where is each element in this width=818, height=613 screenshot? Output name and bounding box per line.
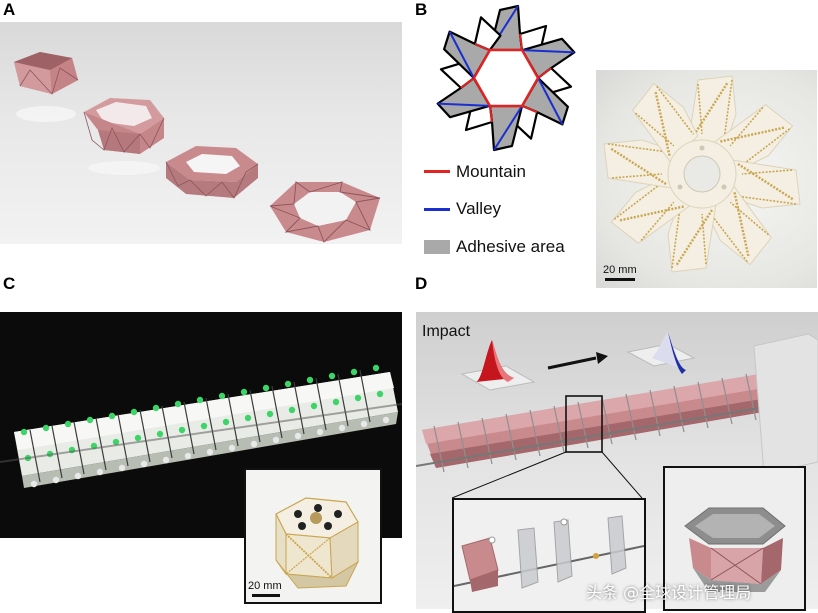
impact-label: Impact: [422, 323, 471, 340]
panel-d-exploded-view-inset: [452, 498, 646, 613]
crease-pattern-diagram: [430, 2, 590, 154]
marker-node: [250, 440, 258, 448]
marker-node: [184, 452, 192, 460]
marker-node: [360, 420, 368, 428]
legend-swatch-valley: [424, 208, 450, 211]
marker-node: [328, 372, 336, 380]
watermark-text: 头条 @全球设计管理局: [586, 583, 752, 602]
origami-ring-stage-1: [14, 52, 79, 95]
panel-label-d: D: [415, 274, 428, 293]
panel-b-flat-sheet-photo: 20 mm: [596, 70, 817, 288]
panel-label-c: C: [3, 274, 16, 293]
marker-node: [332, 398, 340, 406]
legend-label-mountain: Mountain: [456, 162, 526, 181]
marker-node: [272, 436, 280, 444]
marker-node: [64, 420, 72, 428]
marker-node: [112, 438, 120, 446]
folding-sequence-illustration: [14, 52, 381, 243]
scale-bar-c: [252, 594, 280, 597]
marker-node: [174, 400, 182, 408]
marker-node: [86, 416, 94, 424]
panel-c-unit-cell-inset: 20 mm: [244, 468, 382, 604]
marker-node: [162, 456, 170, 464]
marker-nodes: [20, 364, 390, 488]
panel-label-b: B: [415, 0, 428, 19]
marker-node: [306, 376, 314, 384]
marker-node: [140, 460, 148, 468]
legend-label-adhesive: Adhesive area: [456, 237, 565, 256]
marker-node: [30, 480, 38, 488]
origami-ring-stage-3: [165, 146, 259, 199]
transmitted-wave-icon: [626, 332, 696, 374]
marker-node: [350, 368, 358, 376]
marker-node: [288, 406, 296, 414]
marker-node: [218, 392, 226, 400]
marker-node: [244, 414, 252, 422]
flat-origami-sheet: [602, 75, 802, 274]
marker-node: [74, 472, 82, 480]
scale-bar-label-c: 20 mm: [248, 580, 282, 592]
marker-node: [52, 476, 60, 484]
marker-node: [338, 424, 346, 432]
marker-node: [376, 390, 384, 398]
selection-box: [565, 395, 603, 453]
marker-node: [196, 396, 204, 404]
marker-node: [200, 422, 208, 430]
marker-node: [284, 380, 292, 388]
marker-node: [152, 404, 160, 412]
marker-node: [222, 418, 230, 426]
scale-bar-label-b: 20 mm: [603, 264, 637, 276]
legend-swatch-mountain: [424, 170, 450, 173]
marker-node: [266, 410, 274, 418]
marker-node: [178, 426, 186, 434]
panel-label-a: A: [3, 0, 16, 19]
marker-node: [42, 424, 50, 432]
marker-node: [228, 444, 236, 452]
marker-node: [130, 408, 138, 416]
marker-node: [382, 416, 390, 424]
unit-cell-photo: [275, 497, 360, 589]
marker-node: [108, 412, 116, 420]
origami-ring-stage-4: [269, 181, 381, 243]
marker-node: [240, 388, 248, 396]
marker-node: [156, 430, 164, 438]
marker-node: [372, 364, 380, 372]
panel-a-folding-sequence: [0, 22, 402, 244]
origami-ring-stage-2: [83, 98, 165, 154]
legend-label-valley: Valley: [456, 199, 502, 218]
arrow-icon: [547, 352, 608, 370]
marker-node: [354, 394, 362, 402]
marker-node: [20, 428, 28, 436]
marker-node: [294, 432, 302, 440]
marker-node: [118, 464, 126, 472]
marker-node: [310, 402, 318, 410]
legend-swatch-adhesive: [424, 240, 450, 254]
scale-bar-b: [605, 278, 635, 281]
marker-node: [96, 468, 104, 476]
panel-d-unit-cell-render-inset: [663, 466, 806, 611]
marker-node: [262, 384, 270, 392]
marker-node: [134, 434, 142, 442]
impact-wave-icon: [460, 340, 536, 391]
marker-node: [206, 448, 214, 456]
marker-node: [316, 428, 324, 436]
